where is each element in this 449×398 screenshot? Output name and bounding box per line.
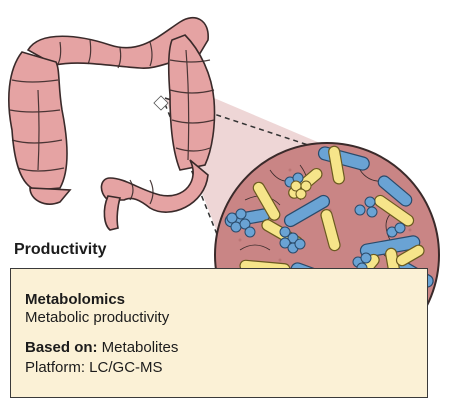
based-on-label: Based on:	[25, 339, 98, 356]
based-on-value: Metabolites	[98, 339, 179, 356]
panel-heading: Metabolomics	[25, 291, 427, 309]
platform-line: Platform: LC/GC-MS	[25, 359, 427, 377]
based-on-line: Based on: Metabolites	[25, 339, 427, 357]
panel-subtitle: Metabolic productivity	[25, 309, 427, 327]
section-title-productivity: Productivity	[14, 241, 106, 259]
colon-illustration	[9, 18, 215, 230]
